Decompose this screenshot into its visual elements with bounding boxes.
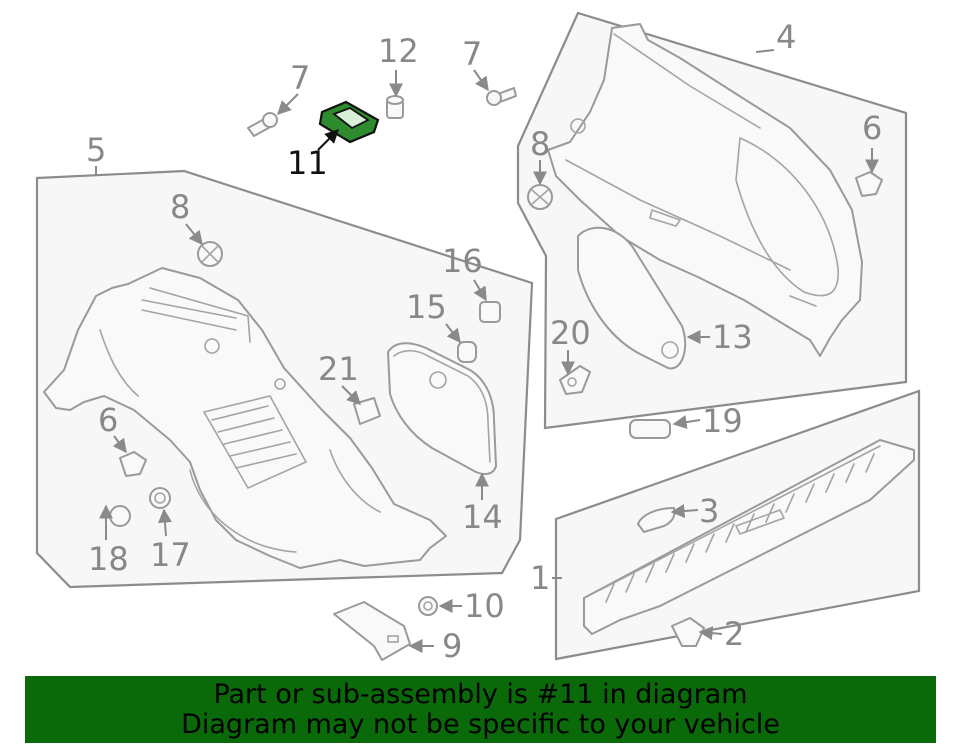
nut-12[interactable] <box>386 95 404 119</box>
plug-18[interactable] <box>109 505 131 527</box>
clip-8-left[interactable] <box>197 241 223 267</box>
callout-6b: 6 <box>98 401 118 439</box>
clip-8-right[interactable] <box>527 184 553 210</box>
screw-7-left[interactable] <box>247 112 278 137</box>
leader-15 <box>445 323 461 344</box>
callout-5: 5 <box>86 131 106 169</box>
retainer-19[interactable] <box>629 419 671 439</box>
callout-7a: 7 <box>290 59 310 97</box>
info-banner: Part or sub-assembly is #11 in diagram D… <box>25 676 936 743</box>
leader-4 <box>755 49 775 53</box>
cap-10[interactable] <box>418 596 438 616</box>
leader-21 <box>341 385 361 405</box>
callout-8a: 8 <box>170 188 190 226</box>
callout-2: 2 <box>724 615 744 653</box>
leader-7a <box>277 93 299 115</box>
banner-line-2: Diagram may not be specific to your vehi… <box>181 709 780 740</box>
callout-17: 17 <box>150 536 191 574</box>
callout-4: 4 <box>776 18 796 56</box>
callout-15: 15 <box>406 288 447 326</box>
bracket-9[interactable] <box>333 601 411 661</box>
callout-10: 10 <box>464 587 505 625</box>
leader-16 <box>473 279 487 302</box>
grommet-17[interactable] <box>149 487 171 509</box>
cover-panel-13[interactable] <box>577 226 687 370</box>
screw-7-right[interactable] <box>486 87 517 106</box>
callout-6a: 6 <box>862 109 882 147</box>
leader-8a <box>185 223 203 246</box>
callout-1: 1 <box>530 559 550 597</box>
leader-3 <box>670 504 699 519</box>
callout-14: 14 <box>462 498 503 536</box>
callout-12: 12 <box>378 32 419 70</box>
callout-19: 19 <box>702 402 743 440</box>
callout-3: 3 <box>699 492 719 530</box>
callout-11: 11 <box>287 144 328 182</box>
callout-13: 13 <box>712 318 753 356</box>
callout-8b: 8 <box>530 125 550 163</box>
callout-21: 21 <box>318 350 359 388</box>
quarter-trim-panel-5[interactable] <box>43 267 447 569</box>
callout-20: 20 <box>550 314 591 352</box>
sill-plate-1[interactable] <box>583 439 915 635</box>
leader-11 <box>317 129 339 151</box>
callout-9: 9 <box>442 627 462 665</box>
banner-line-1: Part or sub-assembly is #11 in diagram <box>213 679 748 710</box>
callout-7b: 7 <box>462 35 482 73</box>
leader-17 <box>157 508 172 537</box>
clip-6-left[interactable] <box>119 451 147 477</box>
leader-19 <box>672 415 701 430</box>
leader-2 <box>698 626 723 641</box>
clip-20[interactable] <box>559 365 591 395</box>
leader-7b <box>473 69 489 92</box>
grommet-15[interactable] <box>457 341 477 363</box>
upper-trim-panel-4[interactable] <box>547 23 863 357</box>
callout-16: 16 <box>442 242 483 280</box>
clip-16[interactable] <box>479 301 501 323</box>
callout-18: 18 <box>88 540 129 578</box>
cover-cap-11-highlighted[interactable] <box>318 100 380 144</box>
leader-6b <box>112 435 127 454</box>
